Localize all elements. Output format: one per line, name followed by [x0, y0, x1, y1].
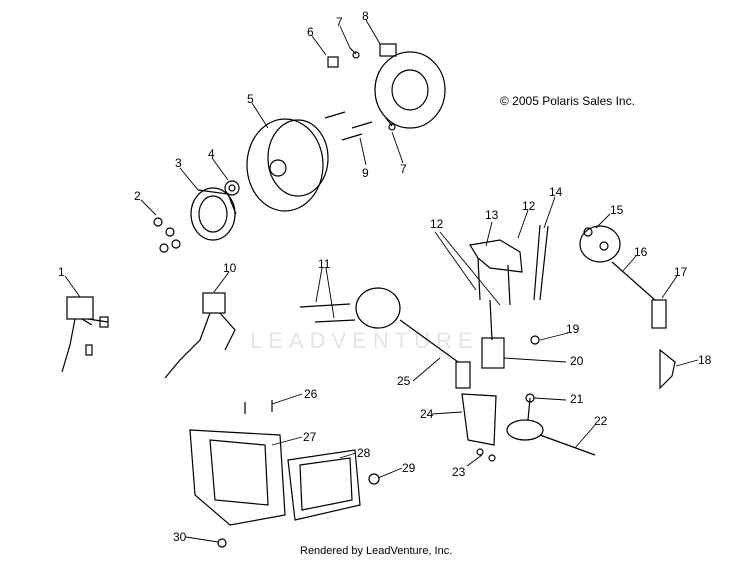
- callout-27: 27: [303, 430, 317, 444]
- callout-23: 23: [452, 465, 466, 479]
- bracket-part-13: [469, 239, 523, 341]
- copyright-text: © 2005 Polaris Sales Inc.: [500, 94, 635, 108]
- callout-19: 19: [566, 322, 580, 336]
- callout-2: 2: [134, 189, 141, 203]
- solenoid-part-20: [481, 335, 540, 369]
- callout-12a: 12: [430, 217, 444, 231]
- callout-6: 6: [307, 25, 314, 39]
- nuts-part-15: [583, 227, 609, 251]
- fitting-part-21: [525, 393, 535, 421]
- harness-part-10: [164, 292, 236, 379]
- callout-25: 25: [397, 374, 411, 388]
- rod-part-14: [533, 224, 549, 301]
- callout-16: 16: [634, 245, 648, 259]
- screw-part-30: [217, 538, 227, 548]
- callout-28: 28: [357, 446, 371, 460]
- clip-part-6: [327, 56, 339, 68]
- callout-5: 5: [247, 92, 254, 106]
- spark-plug-part-18: [659, 348, 676, 390]
- callout-7b: 7: [400, 162, 407, 176]
- callout-14: 14: [549, 185, 563, 199]
- watermark-text: LEADVENTURE: [250, 328, 479, 353]
- stator-part-8: [374, 43, 446, 129]
- callout-4: 4: [208, 147, 215, 161]
- callout-9: 9: [362, 166, 369, 180]
- rendered-by-text: Rendered by LeadVenture, Inc.: [300, 545, 453, 557]
- ignition-coil-part-16: [579, 225, 656, 301]
- callout-12b: 12: [522, 199, 536, 213]
- callout-29: 29: [402, 461, 416, 475]
- callout-1: 1: [58, 265, 65, 279]
- bolts-part-9: [324, 111, 373, 141]
- screws-part-2: [153, 217, 181, 253]
- callout-26: 26: [304, 387, 318, 401]
- cdi-box-part-28: [287, 449, 361, 521]
- callout-7a: 7: [336, 15, 343, 29]
- callout-21: 21: [570, 392, 584, 406]
- callout-11: 11: [318, 257, 331, 271]
- callout-10: 10: [223, 261, 237, 275]
- screws-part-26: [244, 400, 273, 414]
- cdi-bracket-part-27: [189, 429, 286, 526]
- callout-20: 20: [570, 354, 584, 368]
- nut-part-29: [368, 473, 380, 485]
- nut-part-4: [224, 180, 240, 196]
- callout-13: 13: [485, 208, 499, 222]
- bracket-part-24: [461, 393, 497, 446]
- callout-30: 30: [173, 530, 187, 544]
- callout-22: 22: [594, 414, 608, 428]
- callout-8: 8: [362, 9, 369, 23]
- starter-cup-part-3: [190, 187, 237, 241]
- cable-part-22: [506, 419, 596, 456]
- ignition-coil-part-25: [355, 287, 471, 389]
- leader-lines: [64, 19, 699, 543]
- flywheel-part-5: [246, 118, 329, 212]
- bolts-part-11: [299, 303, 356, 323]
- callout-15: 15: [610, 203, 624, 217]
- callout-18: 18: [698, 353, 712, 367]
- callout-3: 3: [175, 156, 182, 170]
- screws-part-23: [476, 448, 496, 462]
- callout-17: 17: [674, 265, 688, 279]
- callout-24: 24: [420, 407, 434, 421]
- relay-part-1: [61, 296, 109, 373]
- plug-cap-part-17: [651, 299, 667, 329]
